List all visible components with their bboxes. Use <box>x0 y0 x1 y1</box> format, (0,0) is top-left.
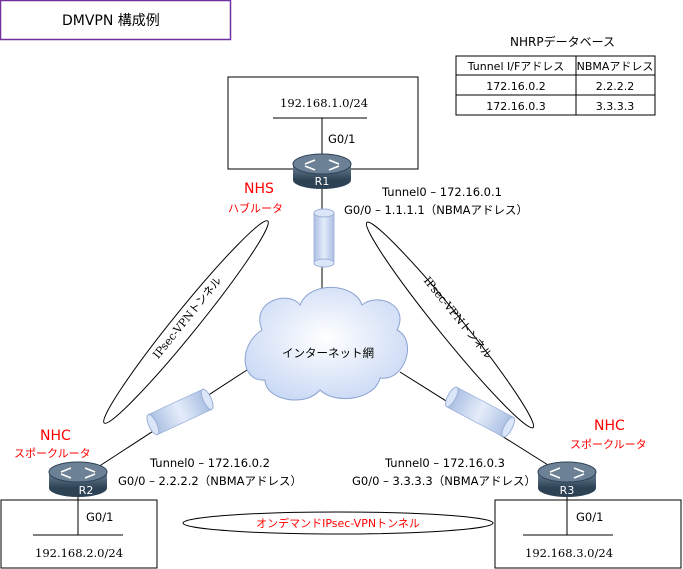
nhrp-header-tunnel: Tunnel I/Fアドレス <box>467 60 565 73</box>
lan-r1: 192.168.1.0/24 G0/1 <box>227 76 419 170</box>
router-arrows-icon <box>304 159 340 171</box>
r3-tunnel: Tunnel0 – 172.16.0.3 <box>384 456 505 470</box>
internet-label: インターネット網 <box>282 346 374 360</box>
ipsec-tunnel-right-label: IPsec-VPNトンネル <box>421 274 495 361</box>
r2-role-sub: スポークルータ <box>14 447 91 460</box>
lan-r1-subnet: 192.168.1.0/24 <box>280 96 368 110</box>
r1-tunnel: Tunnel0 – 172.16.0.1 <box>381 185 502 199</box>
r2-role: NHC <box>40 428 71 444</box>
router-r3[interactable]: R3 <box>537 461 597 497</box>
lan-r1-interface: G0/1 <box>328 132 355 146</box>
router-r3-name: R3 <box>560 484 575 497</box>
tunnel-cylinder-r2 <box>146 388 214 436</box>
lan-r2-subnet: 192.168.2.0/24 <box>35 546 123 560</box>
r1-role: NHS <box>244 181 274 197</box>
nhrp-cell: 172.16.0.3 <box>486 100 545 113</box>
tunnel-cylinder-r1 <box>313 208 335 268</box>
router-r2[interactable]: R2 <box>48 461 108 497</box>
r1-wan: G0/0 – 1.1.1.1（NBMAアドレス） <box>344 203 528 217</box>
ipsec-tunnel-bottom: オンデマンドIPsec-VPNトンネル <box>182 511 494 535</box>
router-r2-name: R2 <box>79 484 94 497</box>
nhrp-caption: NHRPデータベース <box>510 34 615 49</box>
r2-tunnel: Tunnel0 – 172.16.0.2 <box>149 456 270 470</box>
nhrp-cell: 2.2.2.2 <box>596 80 634 93</box>
r2-wan: G0/0 – 2.2.2.2（NBMAアドレス） <box>118 474 302 488</box>
r3-role: NHC <box>594 418 625 434</box>
router-r1-name: R1 <box>315 175 330 188</box>
lan-r3: G0/1 192.168.3.0/24 <box>494 494 682 569</box>
nhrp-cell: 172.16.0.2 <box>486 80 545 93</box>
title-box <box>0 0 232 41</box>
router-arrows-icon <box>60 467 96 479</box>
nhrp-cell: 3.3.3.3 <box>596 100 634 113</box>
lan-r2-interface: G0/1 <box>86 510 113 524</box>
ipsec-tunnel-bottom-label: オンデマンドIPsec-VPNトンネル <box>256 516 420 530</box>
lan-r3-interface: G0/1 <box>576 510 603 524</box>
page-title: DMVPN 構成例 <box>62 13 160 29</box>
lan-r2: G0/1 192.168.2.0/24 <box>0 494 158 569</box>
router-r1[interactable]: R1 <box>292 153 352 189</box>
r3-wan: G0/0 – 3.3.3.3（NBMAアドレス） <box>352 474 536 488</box>
router-arrows-icon <box>549 467 585 479</box>
r3-role-sub: スポークルータ <box>570 438 647 451</box>
lan-r3-subnet: 192.168.3.0/24 <box>525 546 613 560</box>
ipsec-tunnel-left-label: IPsec-VPNトンネル <box>150 274 224 361</box>
internet-cloud: インターネット網 <box>244 286 408 401</box>
r1-role-sub: ハブルータ <box>228 201 283 215</box>
nhrp-header-nbma: NBMAアドレス <box>577 60 654 73</box>
tunnel-cylinder-r3 <box>444 386 516 438</box>
nhrp-database: NHRPデータベース Tunnel I/Fアドレス NBMAアドレス 172.1… <box>455 34 656 116</box>
